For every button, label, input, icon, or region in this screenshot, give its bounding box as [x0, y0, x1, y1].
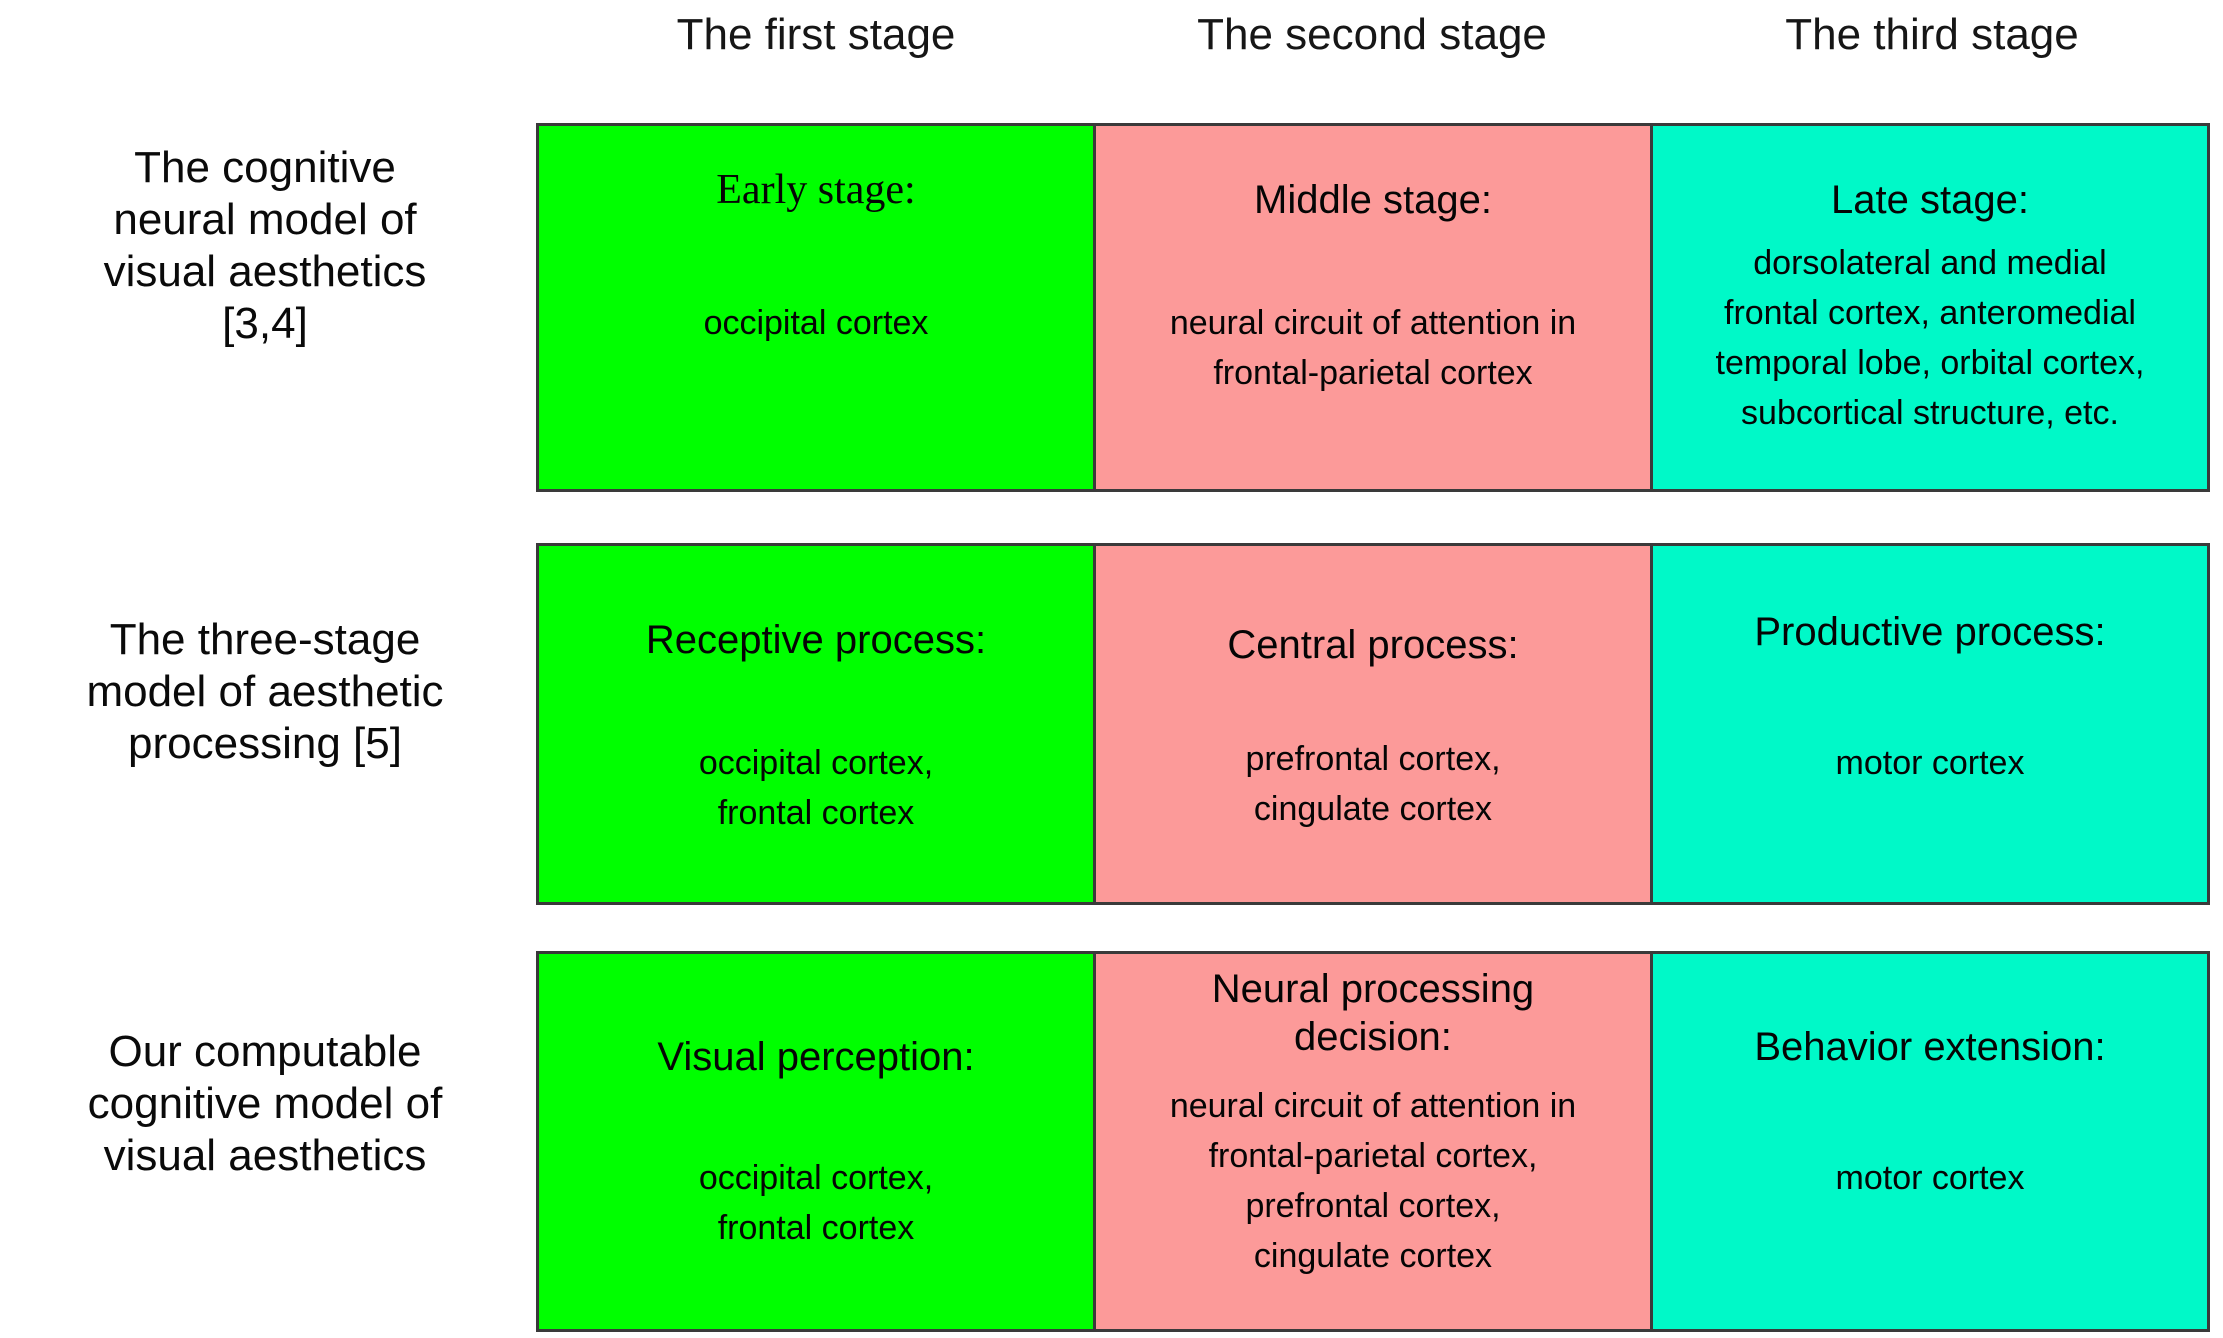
box-body: neural circuit of attention in frontal-p…: [1169, 1087, 1577, 1275]
box-body: prefrontal cortex, cingulate cortex: [1245, 740, 1501, 828]
box-late-stage: Late stage: dorsolateral and medial fron…: [1650, 123, 2210, 492]
row-label-text: The three-stage model of aesthetic proce…: [86, 615, 444, 768]
column-header-first-stage: The first stage: [676, 10, 956, 59]
row-cognitive-neural-model: Early stage: occipital cortex Middle sta…: [536, 123, 2210, 492]
box-neural-processing-decision: Neural processing decision: neural circu…: [1093, 951, 1653, 1332]
box-body: motor cortex: [1835, 1159, 2025, 1197]
row-label-text: Our computable cognitive model of visual…: [87, 1026, 443, 1180]
box-receptive-process: Receptive process: occipital cortex, fro…: [536, 543, 1096, 905]
box-title: Receptive process:: [645, 618, 987, 662]
box-title: Middle stage:: [1254, 178, 1492, 222]
box-middle-stage: Middle stage: neural circuit of attentio…: [1093, 123, 1653, 492]
box-title: Central process:: [1227, 623, 1519, 667]
row-label-our-computable-model: Our computable cognitive model of visual…: [0, 951, 530, 1332]
box-body: motor cortex: [1835, 744, 2025, 782]
box-title: Productive process:: [1754, 610, 2106, 654]
box-title: Visual perception:: [657, 1035, 975, 1079]
row-label-three-stage-model: The three-stage model of aesthetic proce…: [0, 543, 530, 905]
box-visual-perception: Visual perception: occipital cortex, fro…: [536, 951, 1096, 1332]
row-three-stage-model: Receptive process: occipital cortex, fro…: [536, 543, 2210, 905]
box-productive-process: Productive process: motor cortex: [1650, 543, 2210, 905]
box-title: Neural processing decision:: [1211, 967, 1535, 1059]
box-body: occipital cortex, frontal cortex: [698, 1159, 934, 1247]
row-label-text: The cognitive neural model of visual aes…: [103, 142, 427, 348]
column-header-second-stage: The second stage: [1197, 10, 1547, 59]
box-body: neural circuit of attention in frontal-p…: [1169, 304, 1577, 392]
box-title: Behavior extension:: [1754, 1025, 2106, 1069]
box-behavior-extension: Behavior extension: motor cortex: [1650, 951, 2210, 1332]
column-header-third-stage: The third stage: [1785, 10, 2079, 59]
box-central-process: Central process: prefrontal cortex, cing…: [1093, 543, 1653, 905]
box-early-stage: Early stage: occipital cortex: [536, 123, 1096, 492]
row-our-computable-model: Visual perception: occipital cortex, fro…: [536, 951, 2210, 1332]
box-title: Early stage:: [716, 167, 916, 213]
box-body: dorsolateral and medial frontal cortex, …: [1715, 244, 2145, 432]
row-label-cognitive-neural-model: The cognitive neural model of visual aes…: [0, 123, 530, 492]
box-body: occipital cortex, frontal cortex: [698, 744, 934, 832]
box-body: occipital cortex: [703, 304, 929, 342]
box-title: Late stage:: [1831, 178, 2029, 222]
